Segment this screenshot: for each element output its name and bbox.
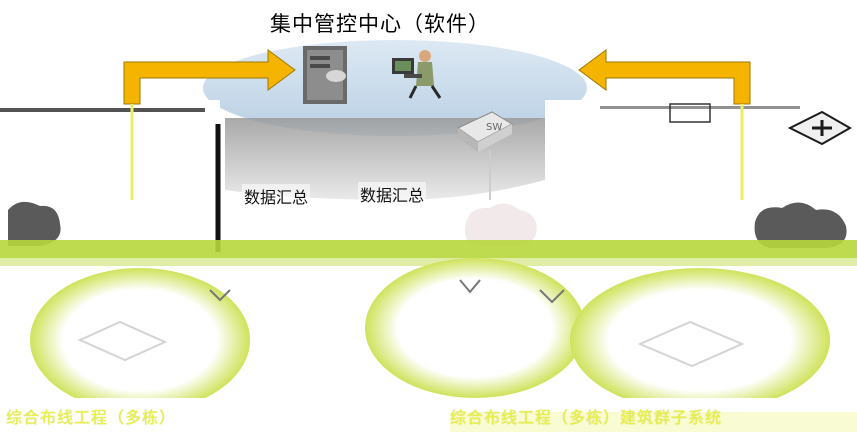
left-building-zone	[30, 268, 250, 412]
operator-workstation-icon	[392, 50, 442, 99]
center-cloud	[464, 203, 537, 247]
right-arrow-up-left	[578, 49, 751, 105]
summary-label-left: 数据汇总	[242, 184, 311, 208]
server-icon	[303, 46, 347, 104]
left-arrow-up-right	[123, 49, 296, 105]
svg-text:SW: SW	[486, 122, 502, 133]
right-cloud	[754, 202, 847, 248]
left-cloud	[8, 201, 61, 246]
center-building-zone	[365, 258, 585, 398]
network-switch-icon: SW	[457, 111, 514, 152]
right-building-zone	[570, 268, 830, 412]
diagram-title: 集中管控中心（软件）	[270, 12, 490, 36]
footer-label-left: 综合布线工程（多栋）	[6, 408, 177, 427]
summary-label-right: 数据汇总	[358, 182, 427, 206]
router-icon	[787, 110, 853, 146]
footer-label-right: 综合布线工程（多栋）建筑群子系统	[450, 408, 723, 427]
